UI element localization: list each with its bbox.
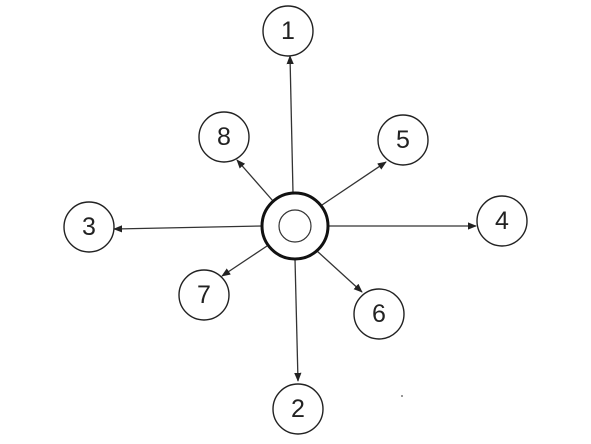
node-5: 5 [377,114,429,166]
edge-to-node-1 [286,55,294,194]
center-hub [260,191,330,261]
node-3-circle [63,201,115,253]
node-7-circle [178,269,230,321]
node-2-circle [272,383,324,435]
node-1-circle [262,5,314,57]
node-4: 4 [476,195,528,247]
node-4-label: 4 [495,207,509,235]
node-1-label: 1 [281,17,295,45]
edge-to-node-3 [113,225,263,233]
node-4-circle [476,195,528,247]
node-8-label: 8 [217,123,231,151]
node-2: 2 [272,383,324,435]
node-1: 1 [262,5,314,57]
center-hub-inner-circle [278,209,312,243]
node-6-label: 6 [372,300,386,328]
edge-to-node-8 [236,159,274,202]
node-8-circle [198,111,250,163]
node-2-label: 2 [291,395,305,423]
node-7: 7 [178,269,230,321]
edge-to-node-2 [294,258,302,382]
node-3-label: 3 [82,213,96,241]
edges [113,55,477,382]
node-5-label: 5 [396,126,410,154]
node-6: 6 [353,288,405,340]
edge-to-node-6 [316,250,363,293]
node-5-circle [377,114,429,166]
node-8: 8 [198,111,250,163]
node-7-label: 7 [197,281,211,309]
node-3: 3 [63,201,115,253]
scan-speck [401,395,403,397]
node-6-circle [353,288,405,340]
edge-to-node-5 [321,161,387,206]
edge-to-node-7 [221,245,268,277]
